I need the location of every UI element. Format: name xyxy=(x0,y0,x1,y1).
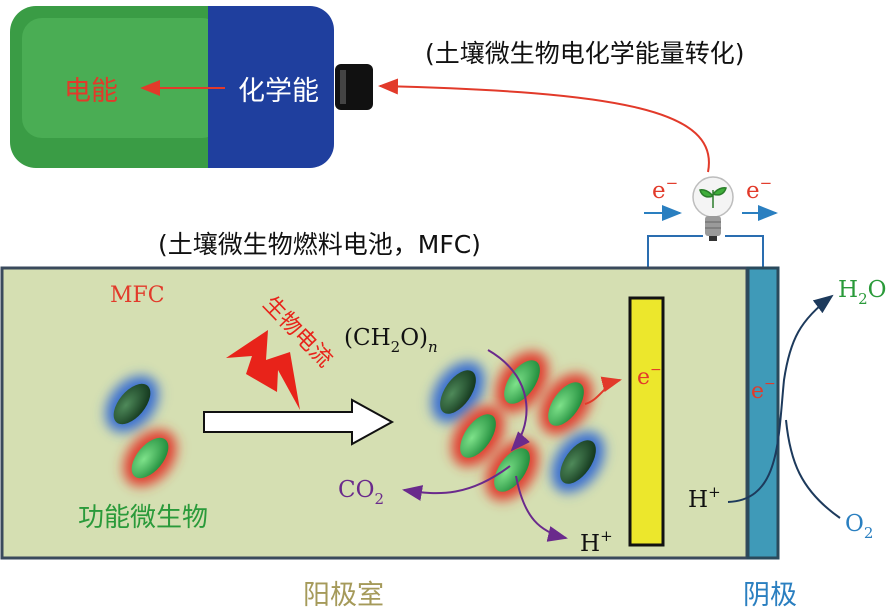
mfc-tag: MFC xyxy=(110,283,165,308)
lightning-icon xyxy=(226,330,300,410)
electron-right-label: e xyxy=(746,178,760,204)
mfc-caption: (土壤微生物燃料电池，MFC) xyxy=(158,230,481,259)
substrate-label: (CH2O)n xyxy=(344,325,438,356)
anode-room-label: 阳极室 xyxy=(303,580,384,611)
electron-anode-label: e− xyxy=(637,362,662,390)
oxygen-label: O2 xyxy=(845,511,873,542)
electron-cathode-label: e− xyxy=(751,376,776,404)
electron-left-sup: − xyxy=(666,174,679,192)
co2-label: CO2 xyxy=(338,477,384,508)
svg-text:e−: e− xyxy=(746,174,772,204)
electron-left-label: e xyxy=(652,178,666,204)
proton-cathode-label: H+ xyxy=(688,483,721,513)
electron-right-sup: − xyxy=(760,174,773,192)
microbe-icon xyxy=(105,375,177,487)
energy-conversion-caption: (土壤微生物电化学能量转化) xyxy=(425,39,745,68)
microbe-cluster xyxy=(431,351,605,501)
battery-icon xyxy=(10,6,373,168)
battery-chemical-label: 化学能 xyxy=(238,76,319,107)
arrow-right-icon xyxy=(203,398,395,446)
anode-plate xyxy=(628,296,665,547)
svg-text:e−: e− xyxy=(652,174,678,204)
cathode-plate xyxy=(746,266,780,560)
water-label: H2O xyxy=(838,277,886,308)
cathode-label: 阴极 xyxy=(743,580,797,611)
lightbulb-plant-icon xyxy=(692,176,734,241)
battery-electric-label: 电能 xyxy=(64,76,118,107)
proton-anode-label: H+ xyxy=(580,527,613,557)
functional-microbes-label: 功能微生物 xyxy=(78,503,208,533)
